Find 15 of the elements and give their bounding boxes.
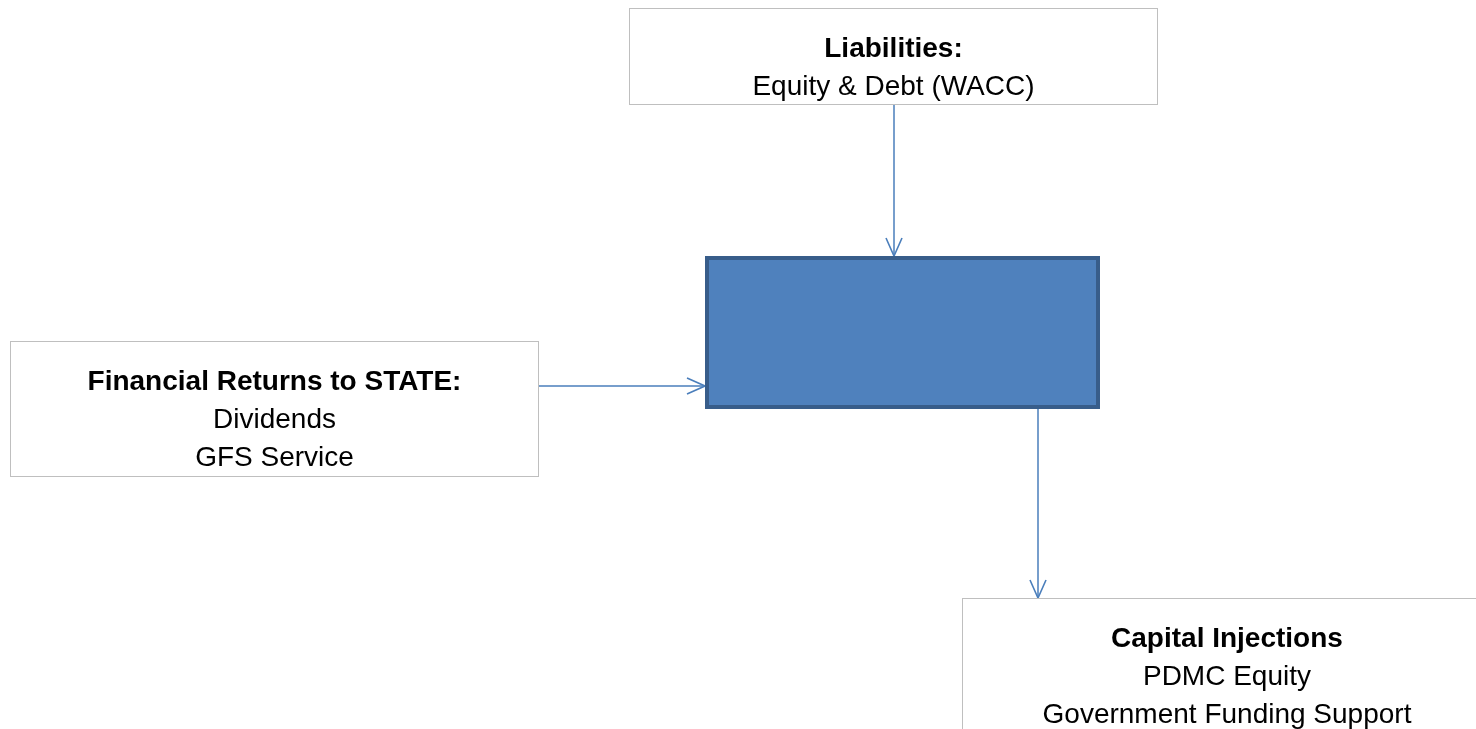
box-text: PDMC Equity <box>1142 659 1311 693</box>
box-heading: Liabilities: <box>824 31 963 65</box>
arrow <box>538 377 706 395</box>
text-box <box>629 8 1158 105</box>
box-text: Government Funding Support <box>1042 697 1412 729</box>
arrow <box>1029 408 1047 599</box>
box-text: Equity & Debt (WACC) <box>752 69 1035 103</box>
box-heading: Capital Injections <box>1111 621 1343 655</box>
box-heading: Financial Returns to STATE: <box>87 364 462 398</box>
box-text: GFS Service <box>195 440 354 474</box>
text-box <box>10 341 539 477</box>
box-text: Dividends <box>213 402 336 436</box>
entity-box <box>705 256 1100 409</box>
text-box <box>962 598 1476 729</box>
arrow <box>885 104 903 257</box>
